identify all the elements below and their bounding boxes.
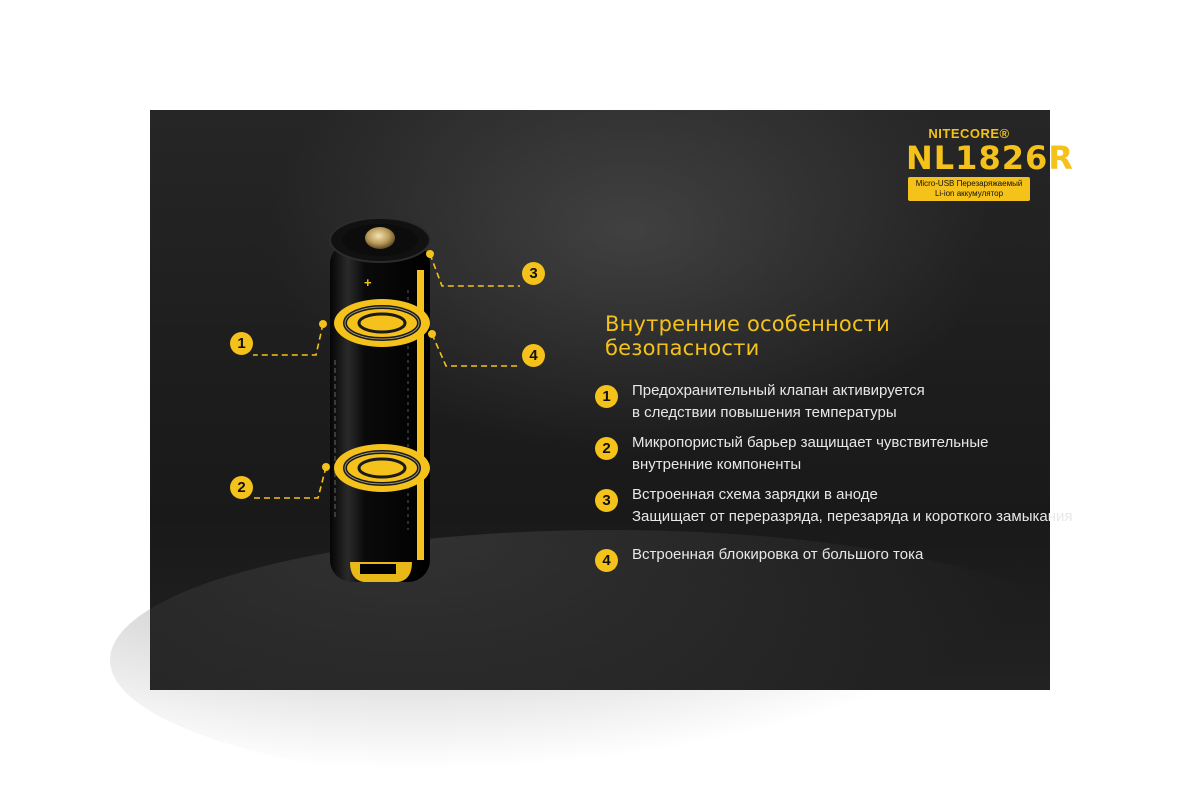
feature-number-4: 4: [595, 549, 618, 572]
feature-number-1: 1: [595, 385, 618, 408]
feature-2-line-2: внутренние компоненты: [632, 456, 802, 473]
feature-item-1: 1 Предохранительный клапан активируется …: [595, 380, 925, 424]
background-swoosh: [110, 530, 1110, 790]
feature-2-line-1: Микропористый барьер защищает чувствител…: [632, 434, 989, 451]
section-heading: Внутренние особенности безопасности: [605, 312, 890, 360]
diagram-marker-3: 3: [522, 262, 545, 285]
feature-3-line-2: Защищает от переразряда, перезаряда и ко…: [632, 508, 1073, 525]
feature-item-4: 4 Встроенная блокировка от большого тока: [595, 544, 923, 572]
callout-line-2: [253, 466, 327, 499]
product-model: NL1826R: [906, 139, 1074, 177]
brand-logo: NITECORE® NL1826R Micro-USB Перезаряжаем…: [906, 126, 1074, 201]
callout-line-4: [431, 333, 520, 367]
feature-item-2: 2 Микропористый барьер защищает чувствит…: [595, 432, 988, 476]
feature-number-3: 3: [595, 489, 618, 512]
diagram-marker-1: 1: [230, 332, 253, 355]
product-description-badge: Micro-USB Перезаряжаемый Li-ion аккумуля…: [908, 177, 1030, 201]
diagram-marker-2: 2: [230, 476, 253, 499]
brand-name: NITECORE®: [928, 126, 1010, 141]
battery-plus-sign: +: [364, 275, 372, 290]
battery-icon: [329, 217, 431, 582]
feature-4-line-1: Встроенная блокировка от большого тока: [632, 546, 924, 563]
battery-illustration: +: [253, 217, 520, 582]
callout-line-3: [429, 253, 520, 287]
product-panel: + 1 2 3 4 NITECORE® NL1826R Micro-USB Пе…: [110, 110, 1110, 790]
feature-1-line-2: в следствии повышения температуры: [632, 404, 897, 421]
product-description-line-1: Micro-USB Перезаряжаемый: [915, 179, 1023, 188]
microporous-barrier-icon: [334, 444, 430, 492]
feature-number-2: 2: [595, 437, 618, 460]
callout-line-1: [253, 323, 324, 356]
product-description-line-2: Li-ion аккумулятор: [934, 189, 1004, 198]
feature-3-line-1: Встроенная схема зарядки в аноде: [632, 486, 878, 503]
safety-valve-icon: [334, 299, 430, 347]
diagram-marker-4: 4: [522, 344, 545, 367]
feature-1-line-1: Предохранительный клапан активируется: [632, 382, 925, 399]
feature-item-3: 3 Встроенная схема зарядки в аноде Защищ…: [595, 484, 1073, 528]
